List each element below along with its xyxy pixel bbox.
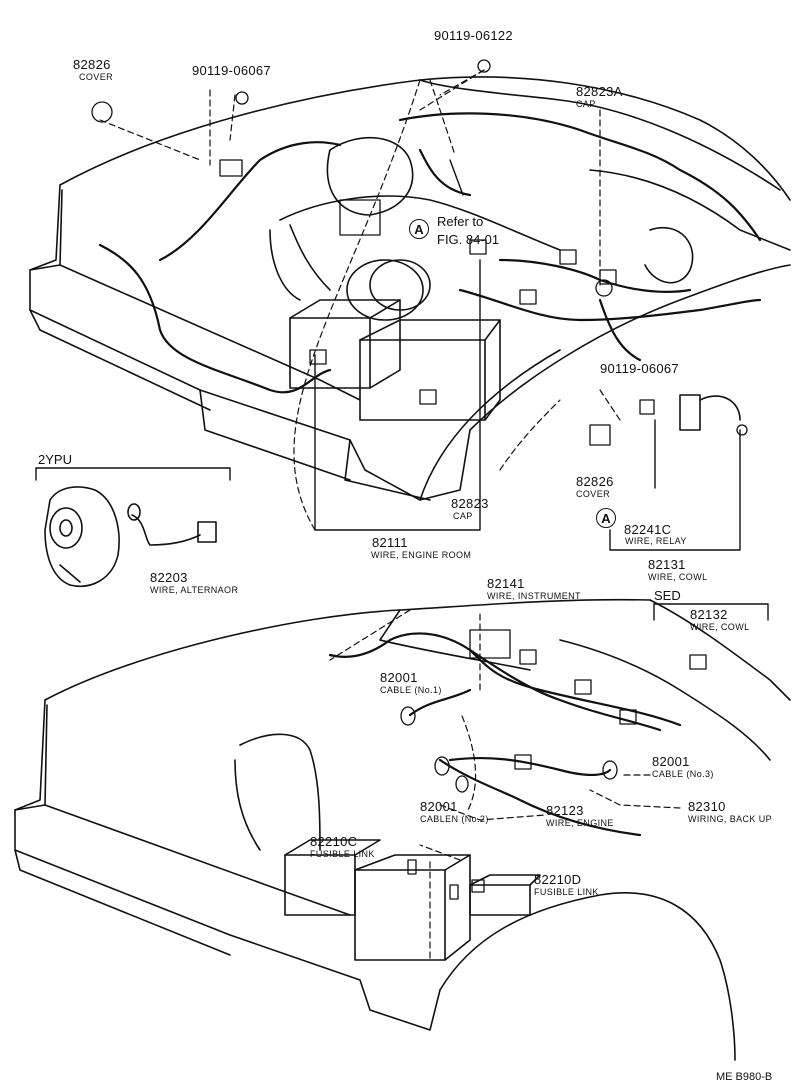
callout-82001-no1: 82001 xyxy=(380,670,418,685)
lower-harness xyxy=(328,632,682,837)
refer-to-label: Refer to xyxy=(437,214,484,229)
group-label-2ypu: 2YPU xyxy=(38,452,72,467)
callout-82001-no1-desc: CABLE (No.1) xyxy=(380,685,442,695)
callout-82826-right: 82826 xyxy=(576,474,614,489)
alternator xyxy=(44,486,217,587)
reference-marker-a: A xyxy=(409,219,429,239)
callout-82001-no2: 82001 xyxy=(420,799,458,814)
callout-82241C-desc: WIRE, RELAY xyxy=(625,536,687,546)
callout-82210C: 82210C xyxy=(310,834,358,849)
lower-car-body xyxy=(14,598,791,1061)
callout-82310: 82310 xyxy=(688,799,726,814)
figure-code: ME B980-B xyxy=(716,1071,773,1083)
callout-82826-right-desc: COVER xyxy=(576,489,611,499)
callout-82210C-desc: FUSIBLE LINK xyxy=(310,849,375,859)
callout-82241C: 82241C xyxy=(624,522,672,537)
callout-82141-desc: WIRE, INSTRUMENT xyxy=(487,591,581,601)
callout-90119-06122: 90119-06122 xyxy=(434,28,513,43)
callout-82111: 82111 xyxy=(372,535,408,550)
callout-82001-no3: 82001 xyxy=(652,754,690,769)
callout-82132-desc: WIRE, COWL xyxy=(690,622,750,632)
refer-figure-label: FIG. 84-01 xyxy=(437,232,500,247)
callout-82131-desc: WIRE, COWL xyxy=(648,572,708,582)
leader-lines xyxy=(99,69,621,531)
callout-82823-desc: CAP xyxy=(453,511,473,521)
callout-82823A-desc: CAP xyxy=(576,99,596,109)
callout-82111-desc: WIRE, ENGINE ROOM xyxy=(371,550,472,560)
callout-82826-top: 82826 xyxy=(73,57,111,72)
connectors xyxy=(91,59,748,446)
lower-leader-lines xyxy=(329,609,681,961)
callout-82210D: 82210D xyxy=(534,872,582,887)
callout-90119-06067-right: 90119-06067 xyxy=(600,361,679,376)
callout-82210D-desc: FUSIBLE LINK xyxy=(534,887,599,897)
callout-82132: 82132 xyxy=(690,607,728,622)
callout-82823A: 82823A xyxy=(576,84,623,99)
callout-90119-06067-top: 90119-06067 xyxy=(192,63,271,78)
callout-82123: 82123 xyxy=(546,803,584,818)
callout-82001-no2-desc: CABLEN (No.2) xyxy=(420,814,489,824)
group-label-sed: SED xyxy=(654,588,681,603)
callout-82826-top-desc: COVER xyxy=(79,72,114,82)
callout-82131: 82131 xyxy=(648,557,686,572)
callout-82141: 82141 xyxy=(487,576,525,591)
callout-82203: 82203 xyxy=(150,570,188,585)
engine-harness xyxy=(98,112,762,394)
reference-marker-a-2: A xyxy=(596,508,616,528)
bracket-lines xyxy=(35,159,769,621)
callout-82203-desc: WIRE, ALTERNAOR xyxy=(150,585,239,595)
callout-82123-desc: WIRE, ENGINE xyxy=(546,818,614,828)
lower-connectors xyxy=(400,629,707,900)
upper-car-body xyxy=(29,76,791,501)
callout-82310-desc: WIRING, BACK UP xyxy=(688,814,773,824)
callout-82823: 82823 xyxy=(451,496,489,511)
engine-components xyxy=(289,136,741,431)
callout-82001-no3-desc: CABLE (No.3) xyxy=(652,769,714,779)
